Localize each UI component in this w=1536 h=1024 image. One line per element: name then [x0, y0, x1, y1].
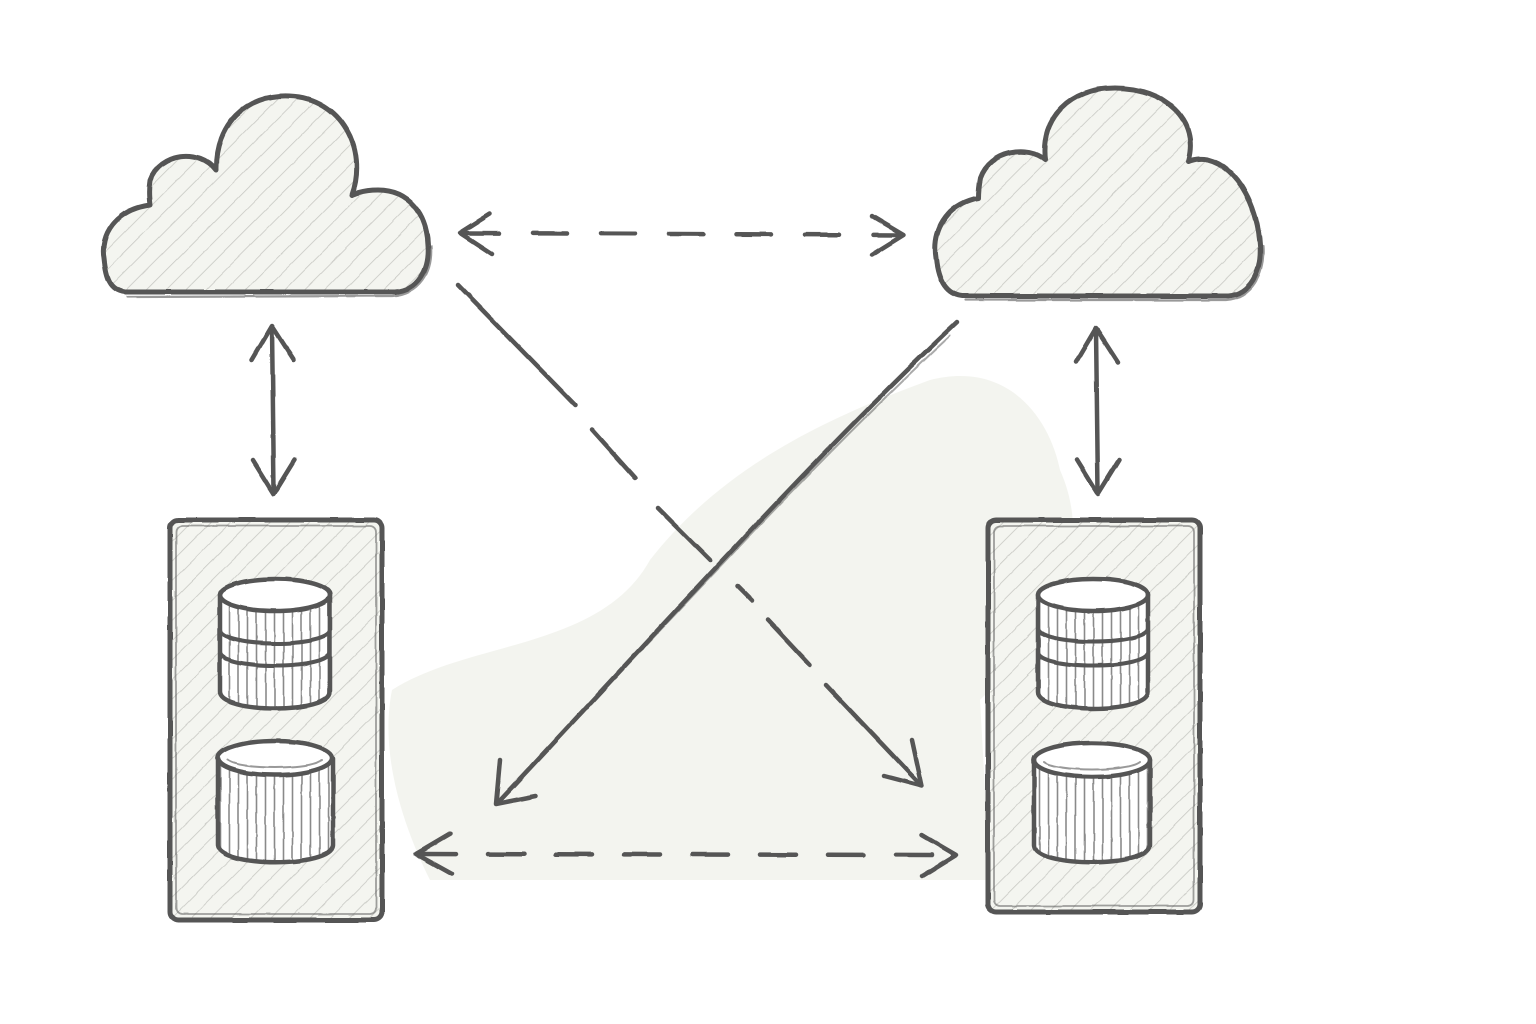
connection-right-vertical: [1073, 325, 1122, 497]
connection-diagonal-tl-br: [455, 282, 925, 789]
arrowhead-down-icon: [250, 457, 298, 497]
connection-clouds-top: [457, 211, 907, 258]
arrowhead-right-icon: [869, 213, 907, 258]
server-bottom-right: [985, 517, 1203, 915]
arrowhead-diagonal-icon: [881, 737, 925, 789]
arrowhead-up-icon: [249, 323, 297, 363]
cloud-top-left: [100, 93, 433, 299]
server-bottom-left: [167, 517, 385, 923]
arrowhead-right-icon: [919, 832, 959, 879]
arrowhead-diagonal-icon: [493, 757, 539, 807]
database-icon: [1031, 740, 1153, 865]
arrowhead-up-icon: [1073, 325, 1121, 365]
database-icon: [1035, 576, 1151, 711]
database-icon: [215, 738, 336, 865]
connection-left-vertical: [249, 323, 298, 497]
arrowhead-left-icon: [413, 831, 455, 877]
cloud-top-right: [932, 85, 1265, 302]
arrowhead-down-icon: [1074, 457, 1122, 497]
connection-servers-bottom: [413, 831, 959, 879]
background-wash: [388, 376, 1073, 880]
connection-diagonal-tr-bl: [493, 319, 960, 807]
database-icon: [217, 576, 333, 711]
arrowhead-left-icon: [457, 211, 495, 257]
